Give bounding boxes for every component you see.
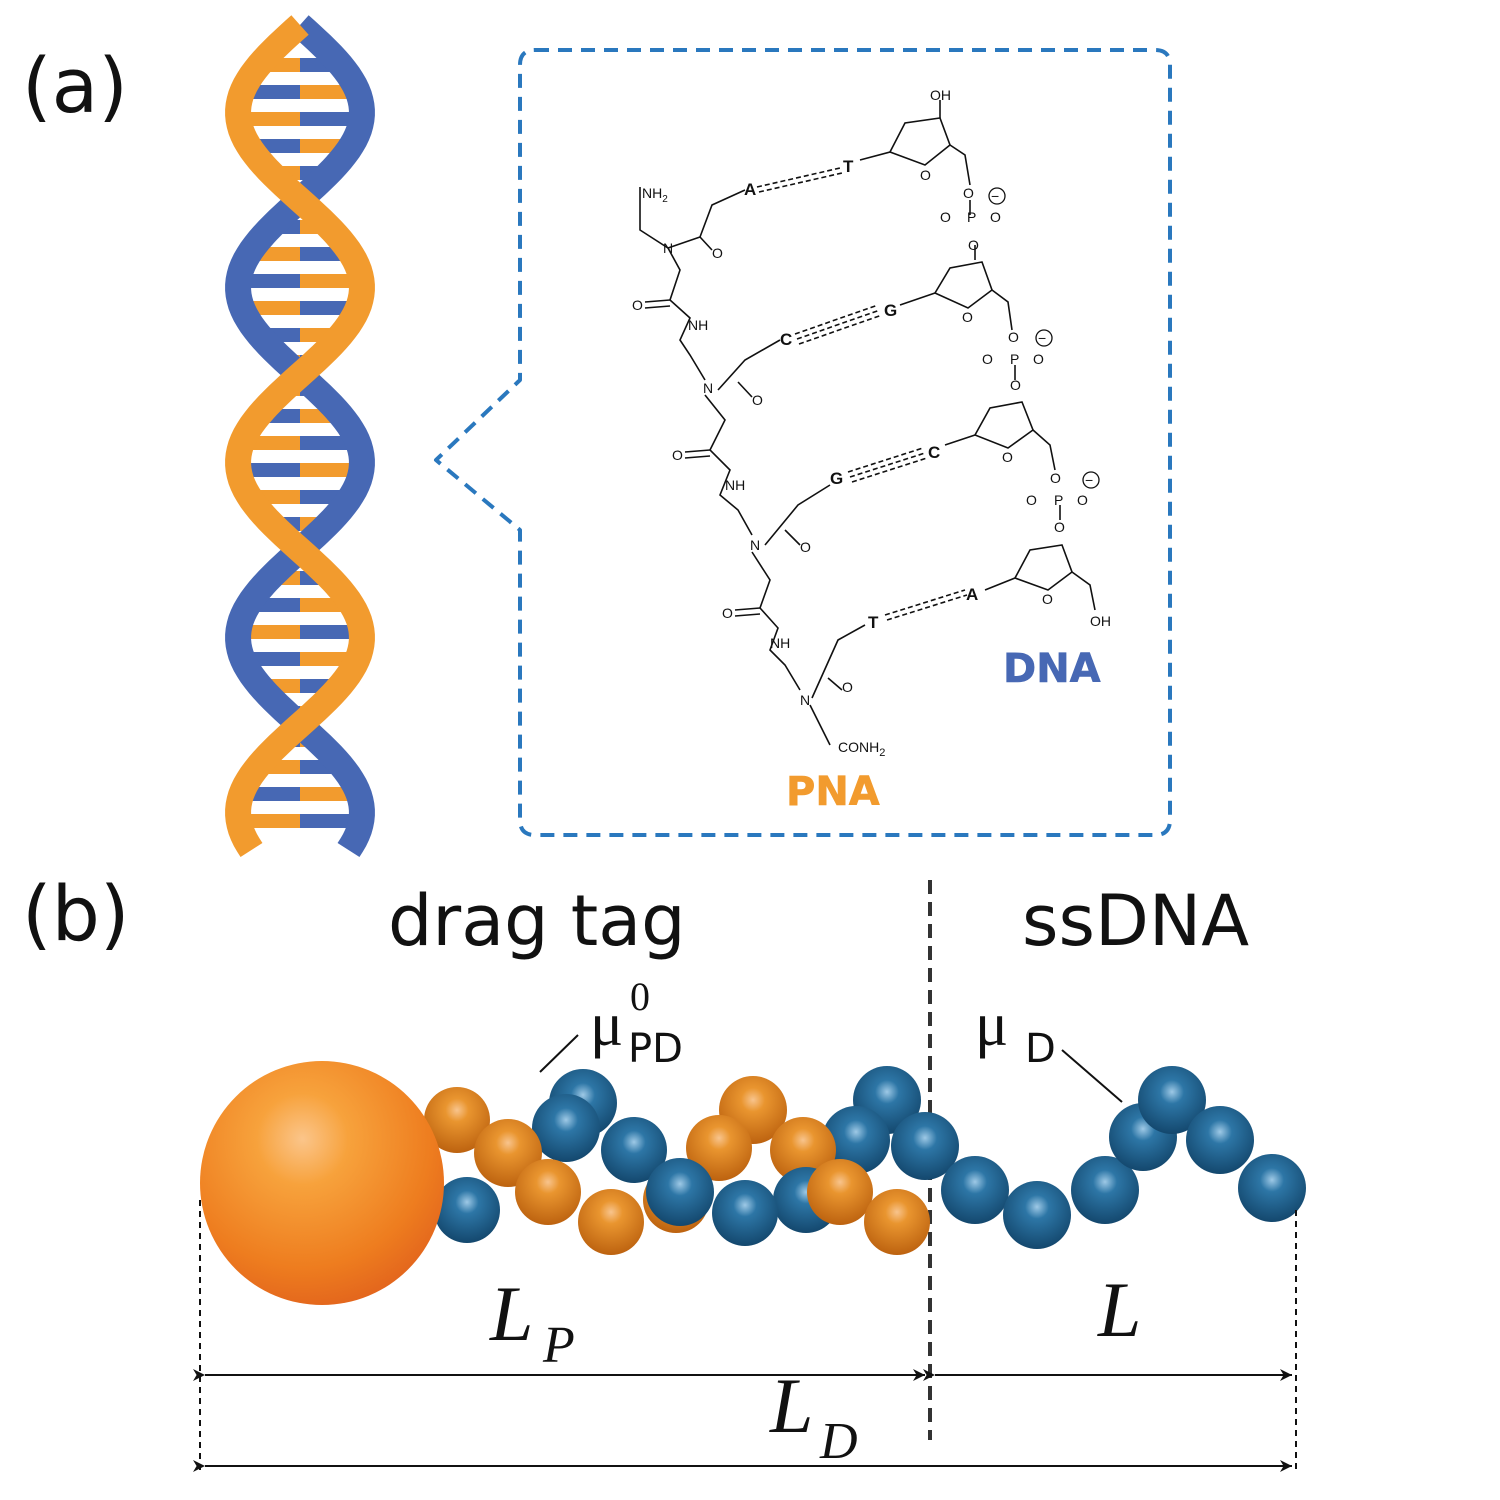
chem-o-ring-2: O [962,309,973,325]
chem-o-p2-d: O [1010,377,1021,393]
chem-o-ring-4: O [1042,591,1053,607]
lp-label: L [489,1270,533,1357]
chem-o-3: O [752,392,763,408]
chem-o-6: O [722,605,733,621]
dna-bead [891,1112,959,1180]
pna-bead [424,1087,490,1153]
chem-o-ring-1: O [920,167,931,183]
chem-nh-2: NH [725,477,745,493]
base-dna-2: G [884,301,897,320]
drag-tag-label: drag tag [388,880,686,962]
chem-minus-3: − [1085,472,1093,488]
pna-bead [686,1115,752,1181]
charge-circle-2 [1035,329,1053,347]
pna-bead [807,1159,873,1225]
chem-o-p1-c: O [990,209,1001,225]
drag-tag-sphere [200,1061,444,1305]
dna-bead [1138,1066,1206,1134]
dna-label: DNA [1003,646,1101,692]
panel-b-label: (b) [22,869,130,958]
dna-bead [601,1117,667,1183]
chem-o-p3-c: O [1077,492,1088,508]
mu-d-pointer [1061,1049,1123,1103]
dna-bead [941,1156,1009,1224]
base-pna-1: A [744,180,756,199]
chem-nh-3: NH [770,635,790,651]
lp-subscript: P [542,1317,575,1374]
dna-bead [1238,1154,1306,1222]
base-dna-1: T [843,157,854,176]
ssdna-label: ssDNA [1022,880,1249,962]
chem-o-p1-d: O [968,237,979,253]
mu-pd-pointer [539,1034,579,1073]
double-helix-illustration [225,15,375,858]
mu-d-label: μ [975,991,1008,1059]
base-pna-2: C [780,330,792,349]
dna-bead [1071,1156,1139,1224]
chem-o-p2-c: O [1033,351,1044,367]
chem-p-2: P [1010,351,1019,367]
mu-pd-label: μ [590,991,623,1059]
dna-bead [1003,1181,1071,1249]
dna-bead [1186,1106,1254,1174]
dna-bead [712,1180,778,1246]
pna-bead [515,1159,581,1225]
chem-o-p2-a: O [1008,329,1019,345]
base-pna-4: T [868,613,879,632]
base-dna-3: C [928,443,940,462]
chem-o-5: O [800,539,811,555]
pna-dna-chemical-structure [639,100,1096,746]
chem-p-3: P [1054,492,1063,508]
charge-circle-1 [988,187,1006,205]
dna-bead [822,1106,890,1174]
base-dna-4: A [966,585,978,604]
chem-nh2: NH2 [642,185,668,205]
chem-o-p1-a: O [963,185,974,201]
base-pna-3: G [830,469,843,488]
chem-p-1: P [967,209,976,225]
mu-pd-superscript: 0 [630,974,650,1019]
dna-bead [434,1177,500,1243]
chem-minus-1: − [991,188,999,204]
pna-label: PNA [786,769,880,815]
ld-subscript: D [819,1413,858,1470]
pna-bead [864,1189,930,1255]
chem-n-3: N [750,537,760,553]
chem-n-4: N [800,692,810,708]
chem-o-p3-b: O [1026,492,1037,508]
mu-pd-subscript: PD [628,1026,683,1072]
chem-o-p2-b: O [982,351,993,367]
panel-a-label: (a) [22,41,128,130]
helix-strand-dna [225,15,375,858]
chem-n-2: N [703,380,713,396]
chem-o-ring-3: O [1002,449,1013,465]
chem-o-4: O [672,447,683,463]
chem-o-p3-a: O [1050,470,1061,486]
chem-minus-2: − [1038,330,1046,346]
mu-d-subscript: D [1025,1026,1056,1072]
bead-chain [424,1066,1306,1255]
chem-n-1: N [663,240,673,256]
charge-circle-3 [1082,471,1100,489]
chem-o-p1-b: O [940,209,951,225]
chem-o-7: O [842,679,853,695]
chem-o-2: O [632,297,643,313]
helix-strand-pna [225,15,375,858]
zoom-callout-box [434,48,1172,837]
chem-oh-bottom: OH [1090,613,1111,629]
chem-o-p3-d: O [1054,519,1065,535]
ld-label: L [769,1362,813,1449]
chem-o-1: O [712,245,723,261]
pna-bead [578,1189,644,1255]
chem-conh2: CONH2 [838,739,885,759]
dna-bead [646,1158,714,1226]
dna-bead [532,1094,600,1162]
chem-oh-top: OH [930,87,951,103]
chem-nh-1: NH [688,317,708,333]
l-label: L [1097,1266,1141,1353]
